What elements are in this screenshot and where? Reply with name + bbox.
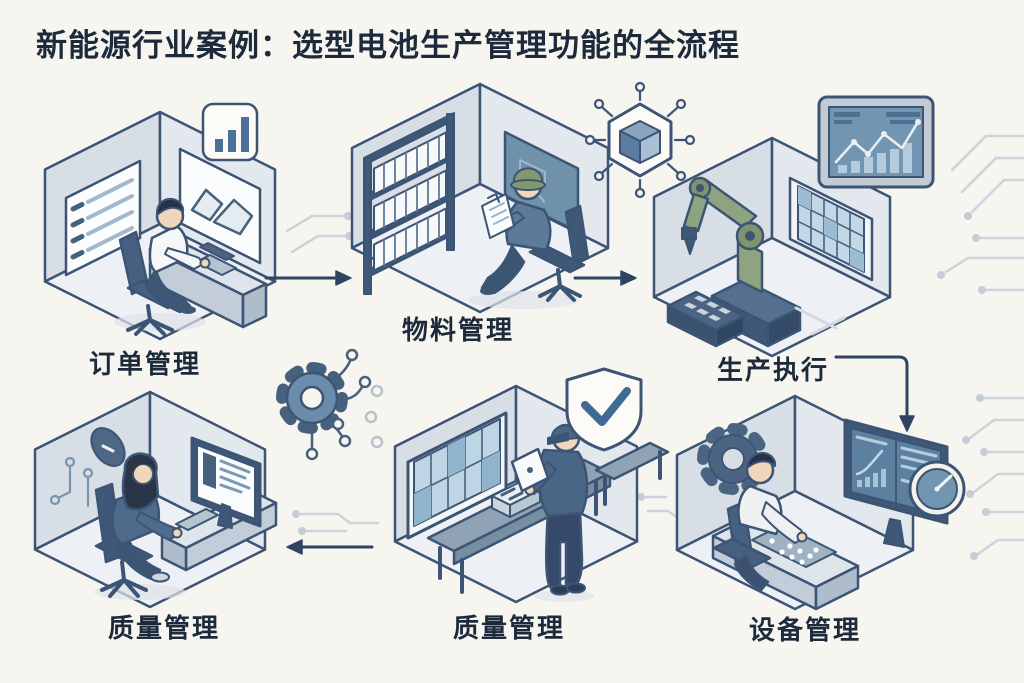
room-equipment-management — [675, 394, 966, 611]
panel-label-quality-inspection: 质量管理 — [452, 613, 566, 643]
dashboard-monitor-icon — [817, 95, 935, 189]
room-quality-inspection — [393, 384, 670, 604]
bar-chart-badge-icon — [201, 102, 259, 162]
wall-chart-screen — [178, 147, 262, 265]
arrow-production-to-equipment — [834, 355, 915, 432]
warehouse-chair — [528, 204, 590, 302]
room-quality-review — [33, 390, 278, 609]
operator — [733, 451, 808, 592]
clipboard — [481, 193, 515, 239]
network-cube-icon — [584, 81, 696, 199]
circuit-traces-right-bottom — [962, 394, 1024, 560]
arrow-material-to-production — [573, 270, 637, 286]
binder-row — [373, 207, 447, 272]
room-material-management — [350, 82, 610, 314]
inspection-tablet — [510, 447, 550, 493]
gauge-icon — [908, 460, 966, 518]
worker — [144, 197, 211, 314]
inspector — [510, 423, 589, 596]
circuit-traces-bottom-mid — [637, 493, 680, 520]
side-table — [594, 441, 670, 506]
panel-label-material-management: 物料管理 — [401, 315, 515, 345]
binder-row — [373, 169, 447, 234]
shield-check-icon — [565, 367, 643, 452]
panel-label-quality-review: 质量管理 — [107, 613, 221, 643]
wall-circuit-decor — [49, 456, 94, 508]
analyst — [111, 452, 183, 583]
binder-shelf — [363, 112, 455, 295]
wall-grid-screen — [406, 411, 508, 540]
arrow-order-to-material — [264, 270, 352, 286]
wall-speech-blob — [90, 427, 126, 467]
circuit-dots-left-of-inspection — [364, 384, 384, 449]
room-production-execution — [652, 136, 892, 358]
wall-grid-screen — [788, 176, 874, 282]
control-console — [666, 290, 746, 348]
panel-label-production-execution: 生产执行 — [716, 355, 830, 385]
gear-circuit-icon — [276, 348, 372, 461]
circuit-traces-right-top — [937, 134, 1024, 294]
circuit-traces-mid-left — [285, 212, 353, 254]
warehouse-worker — [480, 167, 552, 295]
arrow-inspection-to-review — [286, 539, 374, 555]
page-title: 新能源行业案例：选型电池生产管理功能的全流程 — [36, 28, 740, 63]
binder-row — [373, 131, 447, 196]
room-order-management — [43, 110, 277, 341]
flow-arrows — [264, 270, 915, 555]
panel-label-order-management: 订单管理 — [88, 349, 202, 379]
wall-gear-icon — [697, 423, 769, 495]
circuit-traces-bottom-left — [292, 510, 380, 535]
panel-label-equipment-management: 设备管理 — [748, 615, 862, 645]
desktop-monitor — [190, 436, 262, 529]
